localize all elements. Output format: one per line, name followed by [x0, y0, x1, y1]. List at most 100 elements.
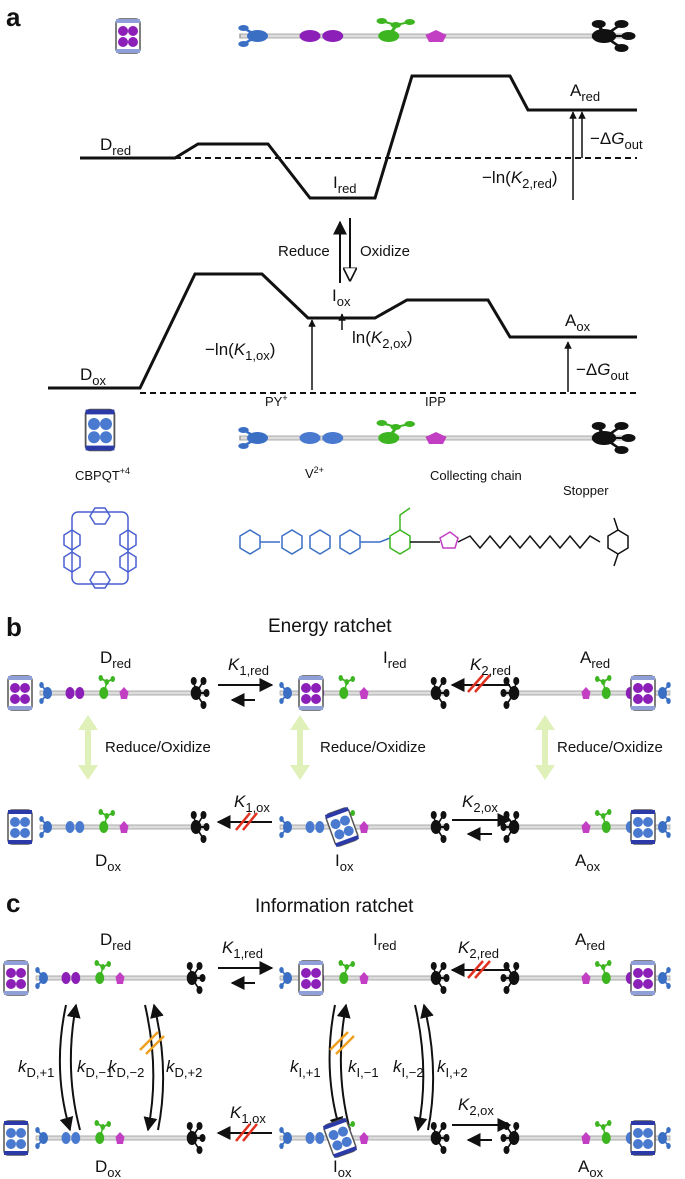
label-i-red: Ired	[333, 173, 357, 196]
c-label-ki1: kI,+1	[290, 1057, 321, 1080]
c-arrow-ki-plus1	[328, 1004, 344, 1132]
label-collecting-chain: Collecting chain	[430, 468, 522, 483]
c-label-k1ox: K1,ox	[230, 1103, 266, 1126]
panel-c-letter: c	[6, 888, 20, 918]
c-arrow-kd-plus2	[150, 1003, 165, 1131]
c-label-d-ox: Dox	[95, 1157, 122, 1179]
b-axle-i-ox	[279, 809, 449, 843]
c-slash-ki-1	[329, 1031, 349, 1051]
top-axle-reduced	[238, 18, 635, 52]
c-label-kd1: kD,+1	[18, 1057, 54, 1080]
c-label-k1red: K1,red	[222, 938, 263, 961]
b-ring-a-ox	[630, 809, 656, 845]
b-label-k2red: K2,red	[470, 655, 511, 678]
c-slash-kd-2	[145, 1035, 165, 1055]
c-ring-i-red	[298, 960, 324, 996]
b-label-redox-mid: Reduce/Oxidize	[320, 739, 426, 756]
c-label-a-ox: Aox	[578, 1157, 604, 1179]
panel-b-letter: b	[6, 612, 22, 642]
label-py: PY+	[265, 393, 288, 409]
c-arrow-kd-plus1	[58, 1004, 74, 1132]
b-slash-k2red-1	[467, 674, 484, 693]
b-label-k1red: K1,red	[228, 655, 269, 678]
label-stopper: Stopper	[563, 483, 609, 498]
label-ipp: IPP	[425, 394, 446, 409]
label-reduce: Reduce	[278, 243, 330, 260]
cbpqt-structure	[63, 507, 137, 589]
c-label-d-red: Dred	[100, 930, 131, 953]
panel-c-title: Information ratchet	[255, 896, 414, 917]
c-ring-d-red	[3, 960, 29, 996]
c-slash-k1ox-2	[242, 1123, 258, 1142]
c-label-kim1: kI,−1	[348, 1057, 379, 1080]
c-arrow-kd-minus2	[143, 1004, 158, 1132]
b-label-k2ox: K2,ox	[462, 792, 498, 815]
b-redox-arrow-right	[535, 715, 555, 780]
label-d-ox: Dox	[80, 365, 107, 388]
b-label-i-ox: Iox	[335, 851, 354, 874]
c-ring-a-red	[630, 960, 656, 996]
label-ln-k1ox: −ln(K1,ox)	[205, 340, 275, 363]
c-label-k2red: K2,red	[458, 938, 499, 961]
label-v2: V2+	[305, 465, 324, 481]
c-slash-k1ox-1	[235, 1123, 251, 1142]
b-slash-k1ox-1	[235, 812, 251, 831]
c-label-k2ox: K2,ox	[458, 1095, 494, 1118]
energy-profile-reduced	[80, 74, 637, 200]
annotated-axle	[238, 420, 635, 454]
energy-profile-oxidized	[48, 272, 637, 390]
c-arrow-ki-minus2	[413, 1004, 428, 1132]
c-label-kd2: kD,+2	[166, 1057, 202, 1080]
label-d-red: Dred	[100, 135, 131, 158]
b-ring-d-ox	[7, 809, 33, 845]
c-slash-kd-1	[139, 1031, 159, 1051]
label-ln-k2red: −ln(K2,red)	[482, 168, 557, 191]
c-arrow-ki-plus2	[420, 1003, 435, 1131]
b-label-d-red: Dred	[100, 648, 131, 671]
label-dg-out-red: −ΔGout	[590, 129, 643, 152]
c-label-i-ox: Iox	[333, 1157, 352, 1179]
b-slash-k1ox-2	[242, 812, 258, 831]
c-axle-i-ox	[279, 1120, 449, 1154]
label-dg-out-ox: −ΔGout	[576, 360, 629, 383]
b-label-redox-right: Reduce/Oxidize	[557, 739, 663, 756]
b-label-d-ox: Dox	[95, 851, 122, 874]
c-axle-d-ox	[35, 1120, 205, 1154]
b-label-k1ox: K1,ox	[234, 792, 270, 815]
top-ring-purple	[115, 18, 141, 54]
c-slash-ki-2	[335, 1035, 355, 1055]
c-label-a-red: Ared	[575, 930, 605, 953]
b-ring-d-red	[7, 675, 33, 711]
c-label-kim2: kI,−2	[393, 1057, 424, 1080]
c-axle-d-red	[35, 960, 205, 994]
panel-b-title: Energy ratchet	[268, 616, 392, 637]
b-label-a-red: Ared	[580, 648, 610, 671]
c-arrow-kd-minus1	[66, 1003, 81, 1131]
panel-a-letter: a	[6, 2, 21, 32]
b-label-redox-left: Reduce/Oxidize	[105, 739, 211, 756]
label-a-ox: Aox	[565, 311, 591, 334]
label-ln-k2ox: ln(K2,ox)	[352, 328, 413, 351]
axle-structure	[239, 507, 629, 567]
c-slash-k2red-1	[467, 960, 484, 979]
label-cbpqt: CBPQT+4	[75, 466, 130, 483]
b-label-a-ox: Aox	[575, 851, 601, 874]
b-redox-arrow-mid	[290, 715, 310, 780]
b-axle-d-ox	[39, 809, 209, 843]
b-slash-k2red-2	[474, 674, 491, 693]
label-a-red: Ared	[570, 81, 600, 104]
c-ring-d-ox	[3, 1120, 29, 1156]
c-arrow-ki-minus1	[336, 1003, 351, 1131]
c-ring-a-ox	[630, 1120, 656, 1156]
label-i-ox: Iox	[332, 286, 351, 309]
b-redox-arrow-left	[78, 715, 98, 780]
b-label-i-red: Ired	[383, 648, 407, 671]
b-axle-d-red	[39, 675, 209, 709]
cbpqt-ring	[84, 408, 116, 452]
c-label-kdm1: kD,−1	[77, 1057, 113, 1080]
c-slash-k2red-2	[474, 960, 491, 979]
c-label-i-red: Ired	[373, 930, 397, 953]
label-oxidize: Oxidize	[360, 243, 410, 260]
c-label-ki2: kI,+2	[437, 1057, 468, 1080]
